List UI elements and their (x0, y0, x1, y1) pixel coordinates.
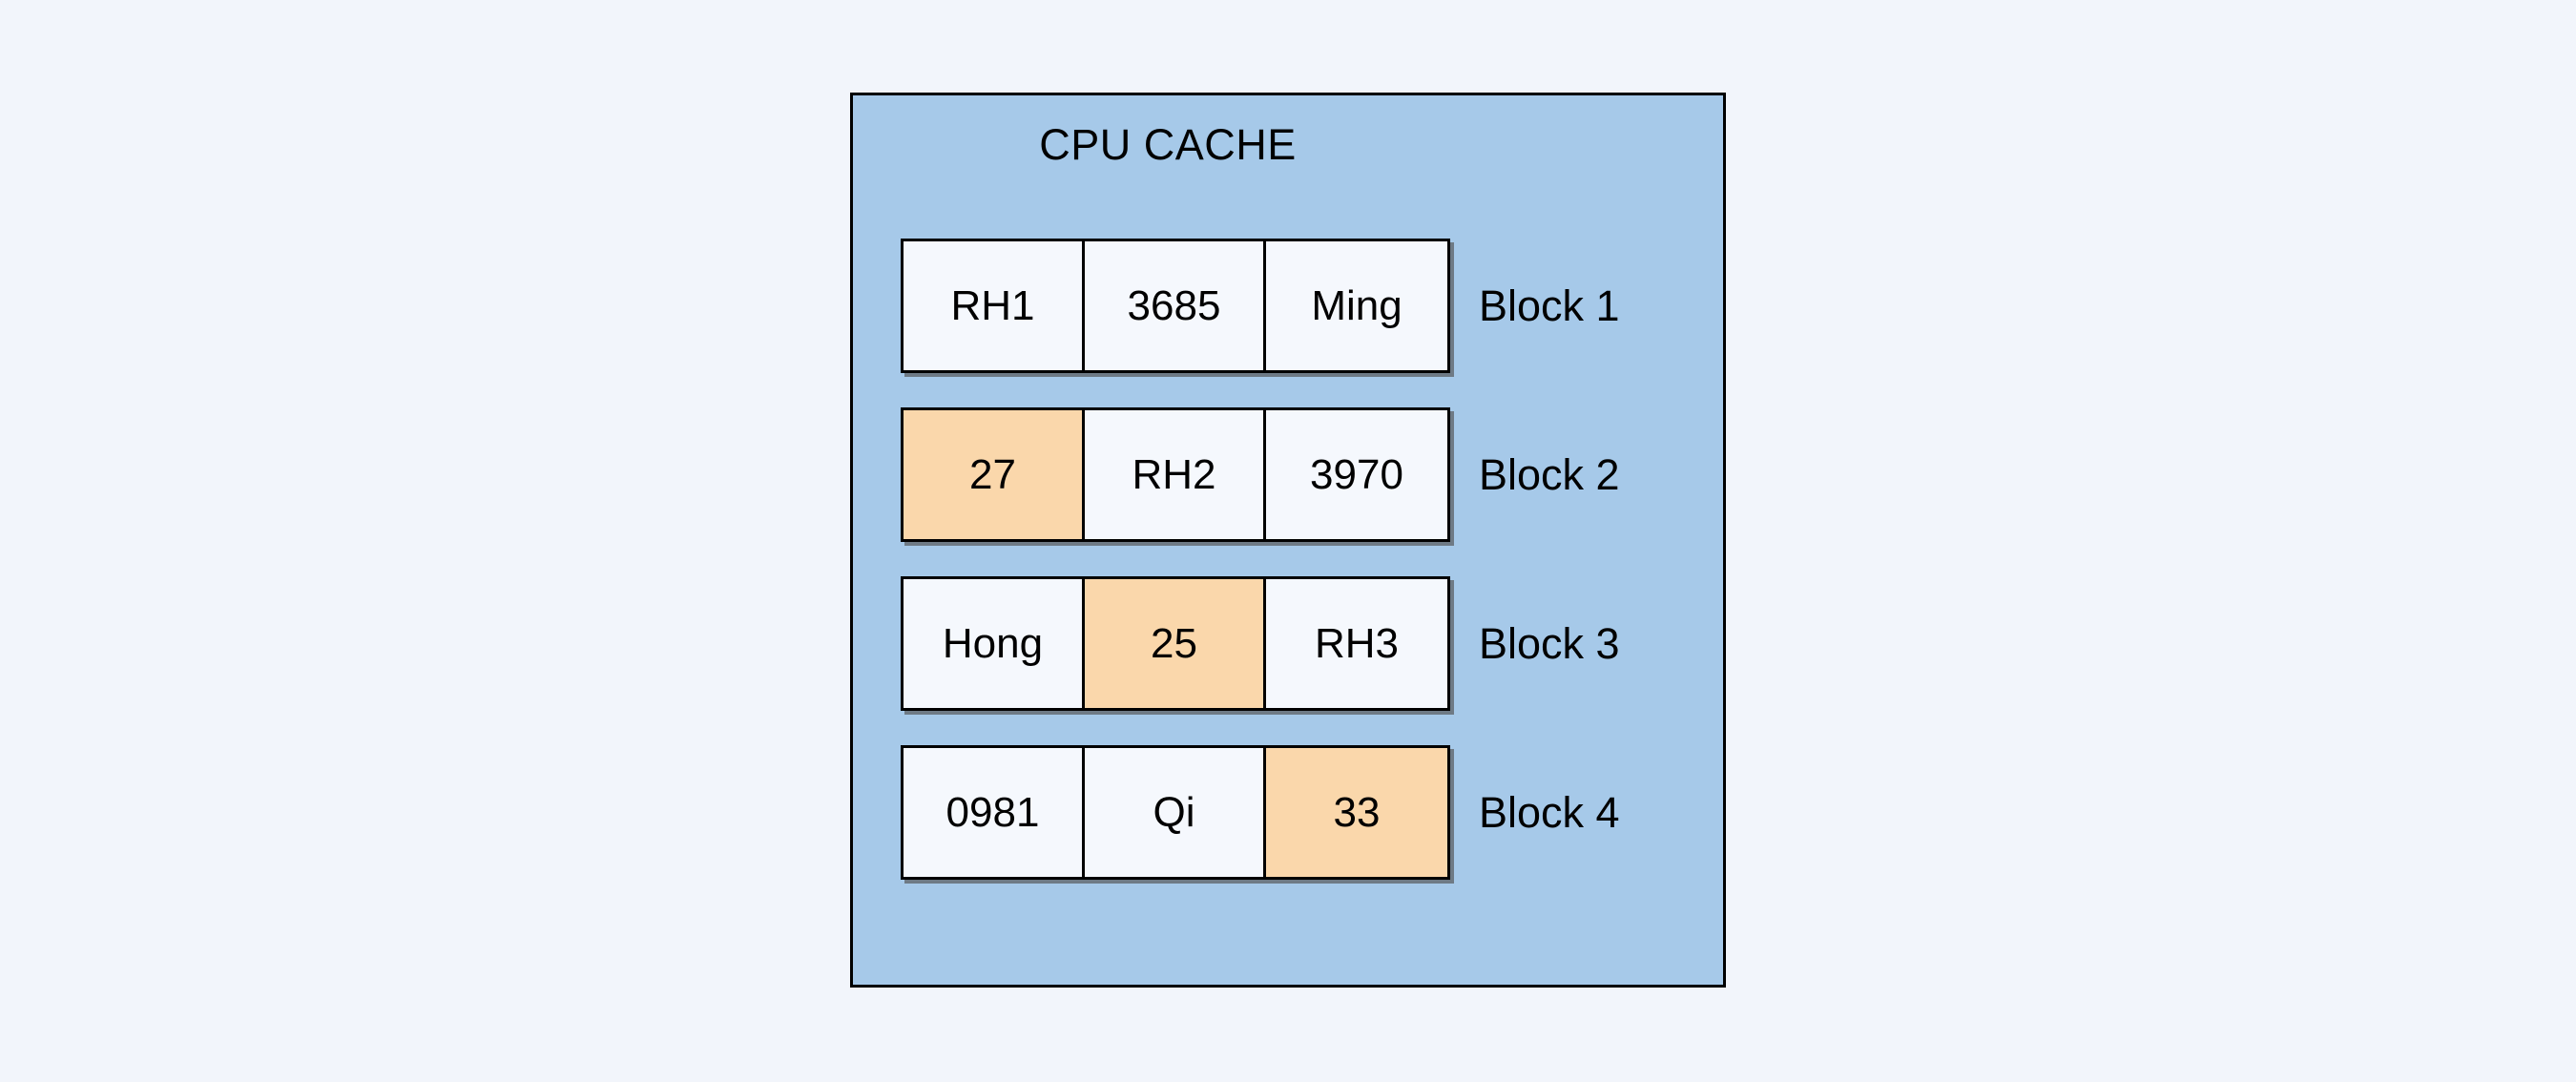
cache-cell-highlighted[interactable]: 25 (1085, 579, 1266, 708)
block-label: Block 3 (1479, 619, 1620, 668)
cache-cell-highlighted[interactable]: 33 (1266, 748, 1447, 877)
cache-cell[interactable]: Hong (904, 579, 1085, 708)
block-label: Block 2 (1479, 450, 1620, 499)
cache-cell[interactable]: Qi (1085, 748, 1266, 877)
block-label: Block 1 (1479, 281, 1620, 330)
cache-cell[interactable]: 0981 (904, 748, 1085, 877)
cache-cell[interactable]: RH1 (904, 241, 1085, 370)
cache-cell[interactable]: 3970 (1266, 410, 1447, 539)
cache-cell[interactable]: RH3 (1266, 579, 1447, 708)
cache-cell[interactable]: Ming (1266, 241, 1447, 370)
block-label: Block 4 (1479, 788, 1620, 837)
cache-cell[interactable]: RH2 (1085, 410, 1266, 539)
cache-cell[interactable]: 3685 (1085, 241, 1266, 370)
page-title: CPU CACHE (1039, 120, 1297, 169)
cache-cell-highlighted[interactable]: 27 (904, 410, 1085, 539)
